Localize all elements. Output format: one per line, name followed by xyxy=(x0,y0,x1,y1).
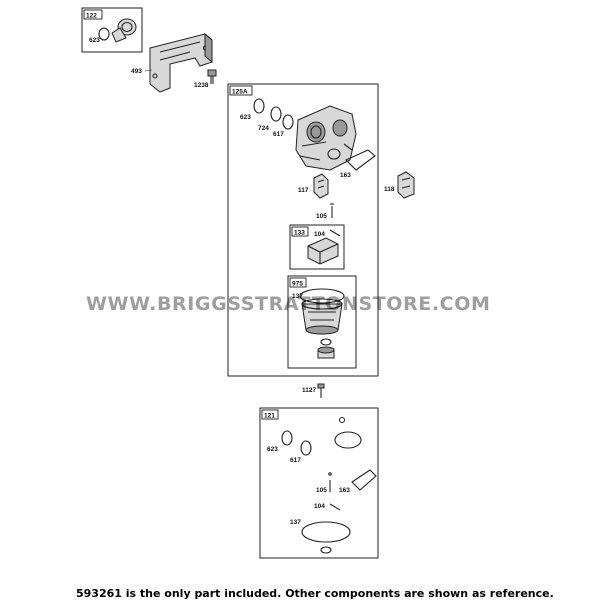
label-1238: 1238 xyxy=(194,82,209,89)
box-121-tag xyxy=(261,409,279,420)
screw-icon xyxy=(317,383,325,398)
pin-icon xyxy=(328,472,332,492)
box-133 xyxy=(289,224,345,270)
bracket-icon xyxy=(149,32,213,93)
linkage-clip-icon xyxy=(397,171,415,199)
label-104: 104 xyxy=(314,503,325,510)
label-105: 105 xyxy=(316,487,327,494)
o-ring-icon xyxy=(270,106,282,122)
elbow-fitting-icon xyxy=(111,18,137,43)
box-975-tag xyxy=(289,277,307,288)
box-125a xyxy=(227,83,379,377)
label-493: 493 xyxy=(131,68,142,75)
carburetor-body-icon xyxy=(295,105,357,171)
box-122-tag xyxy=(83,9,103,20)
box-122 xyxy=(81,7,143,53)
label-617: 617 xyxy=(273,131,284,138)
label-617: 617 xyxy=(290,457,301,464)
label-137: 137 xyxy=(292,293,303,300)
float-needle-icon xyxy=(329,503,341,511)
float-bowl-icon xyxy=(299,288,345,335)
footer-note: 593261 is the only part included. Other … xyxy=(76,587,554,600)
box-133-label: 133 xyxy=(294,230,305,237)
gasket-icon xyxy=(345,149,376,171)
linkage-clip-icon xyxy=(313,173,329,199)
box-125a-label: 125A xyxy=(232,89,248,96)
screw-icon xyxy=(207,69,217,84)
label-724: 724 xyxy=(258,125,269,132)
label-104: 104 xyxy=(314,231,325,238)
label-137: 137 xyxy=(290,519,301,526)
pin-icon xyxy=(330,203,334,218)
label-118: 118 xyxy=(384,186,395,193)
box-133-tag xyxy=(291,226,309,237)
bowl-nut-icon xyxy=(317,338,335,359)
o-ring-icon xyxy=(282,114,294,130)
o-ring-icon xyxy=(98,27,110,41)
o-ring-icon xyxy=(253,98,265,114)
bowl-gasket-icon xyxy=(301,521,351,554)
o-ring-icon xyxy=(281,430,293,446)
box-121-label: 121 xyxy=(264,413,275,420)
watermark: WWW.BRIGGSSTRATTONSTORE.COM xyxy=(86,293,491,315)
seal-icon xyxy=(334,416,362,449)
box-975 xyxy=(287,275,357,369)
label-117: 117 xyxy=(298,187,309,194)
gasket-icon xyxy=(351,469,377,491)
label-623: 623 xyxy=(89,37,100,44)
label-623: 623 xyxy=(267,446,278,453)
box-122-label: 122 xyxy=(86,13,97,20)
box-121 xyxy=(259,407,379,559)
label-623: 623 xyxy=(240,114,251,121)
o-ring-icon xyxy=(300,440,312,456)
float-icon xyxy=(307,229,341,265)
box-125a-tag xyxy=(229,85,253,96)
label-1127: 1127 xyxy=(302,387,316,394)
label-163: 163 xyxy=(340,172,351,179)
label-105: 105 xyxy=(316,213,327,220)
label-163: 163 xyxy=(339,487,350,494)
box-975-label: 975 xyxy=(292,281,303,288)
